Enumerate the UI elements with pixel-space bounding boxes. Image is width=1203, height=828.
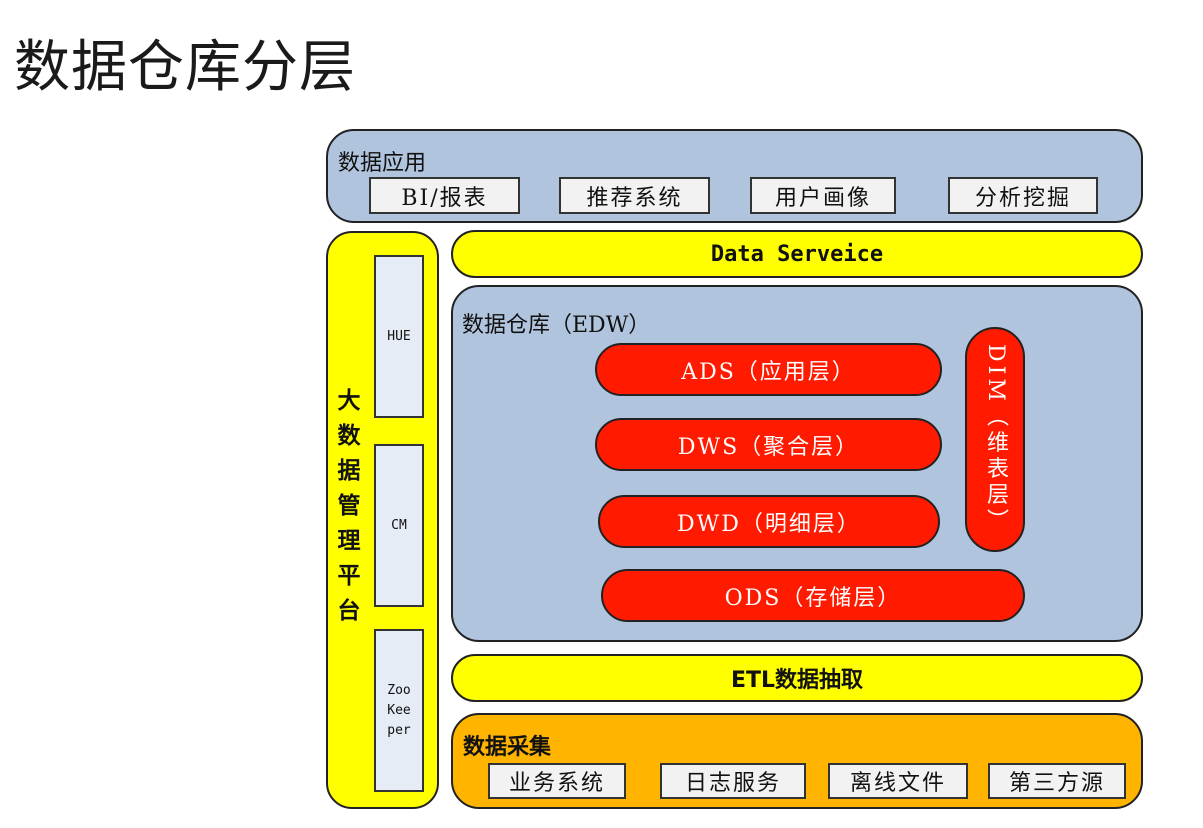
tool-cm: CM [374,444,424,607]
data-application-panel: 数据应用 BI/报表 推荐系统 用户画像 分析挖掘 [326,129,1143,223]
page-title: 数据仓库分层 [14,35,356,100]
etl-bar: ETL数据抽取 [451,654,1143,702]
etl-label: ETL数据抽取 [730,668,864,693]
source-log-service: 日志服务 [660,763,806,799]
tool-hue: HUE [374,255,424,418]
layer-dim: DIM（维表层） [965,327,1025,552]
layer-ods: ODS（存储层） [601,569,1025,622]
source-third-party: 第三方源 [988,763,1126,799]
data-service-bar: Data Serveice [451,230,1143,278]
layer-dwd: DWD（明细层） [598,495,940,548]
layer-ads: ADS（应用层） [595,343,942,396]
edw-label: 数据仓库（EDW） [462,313,651,338]
management-platform-panel: 大数据管理平台 HUE CM Zoo Kee per [326,231,439,809]
app-item-analysis-mining: 分析挖掘 [948,177,1098,214]
layer-dim-label: DIM（维表层） [983,344,1008,535]
data-collection-label: 数据采集 [463,734,552,760]
app-item-bi-report: BI/报表 [369,177,520,214]
tool-zookeeper: Zoo Kee per [374,629,424,792]
source-offline-files: 离线文件 [828,763,968,799]
data-service-label: Data Serveice [710,241,884,267]
app-item-user-profile: 用户画像 [750,177,896,214]
source-business-system: 业务系统 [488,763,626,799]
app-item-recommendation: 推荐系统 [559,177,710,214]
edw-panel: 数据仓库（EDW） ADS（应用层） DWS（聚合层） DWD（明细层） ODS… [451,285,1143,642]
data-application-label: 数据应用 [338,151,427,176]
layer-dws: DWS（聚合层） [595,418,942,471]
management-platform-label: 大数据管理平台 [332,383,366,628]
data-collection-panel: 数据采集 业务系统 日志服务 离线文件 第三方源 [451,713,1143,809]
management-platform-text: 大数据管理平台 [337,387,361,624]
